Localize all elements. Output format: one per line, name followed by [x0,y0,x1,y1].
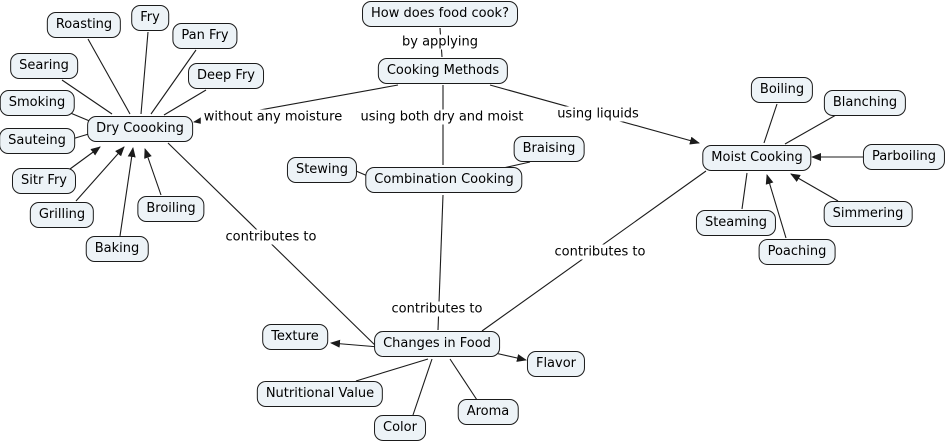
edge-grilling-dry [75,146,125,202]
node-dry-cooking[interactable]: Dry Coooking [87,116,193,142]
edge-steaming-moist [741,172,748,210]
edge-blanching-moist [784,114,837,145]
node-simmering[interactable]: Simmering [823,201,913,227]
node-parboiling[interactable]: Parboiling [862,144,946,170]
node-color[interactable]: Color [374,415,426,441]
edge-label-by-applying[interactable]: by applying [399,34,481,50]
node-combination-cooking[interactable]: Combination Cooking [365,167,523,193]
edge-poaching-moist [765,174,787,239]
edge-label-contributes-dry[interactable]: contributes to [222,229,320,245]
node-stewing[interactable]: Stewing [286,157,358,183]
edge-label-using-both[interactable]: using both dry and moist [357,109,527,125]
edge-changes-texture [330,339,380,348]
node-smoking[interactable]: Smoking [0,90,75,116]
edge-broiling-dry [144,148,162,196]
node-poaching[interactable]: Poaching [758,239,836,265]
node-boiling[interactable]: Boiling [750,77,814,103]
node-steaming[interactable]: Steaming [695,210,777,236]
edge-label-using-liquids[interactable]: using liquids [554,106,642,122]
edge-changes-color [412,358,433,416]
node-changes-in-food[interactable]: Changes in Food [374,331,500,357]
node-how-does-food-cook[interactable]: How does food cook? [362,1,518,27]
node-roasting[interactable]: Roasting [46,12,122,38]
node-flavor[interactable]: Flavor [526,351,586,377]
edge-changes-flavor [494,352,527,362]
edge-baking-dry [119,147,136,237]
edge-roasting-dry [87,38,131,115]
node-deep-fry[interactable]: Deep Fry [188,63,264,89]
edge-changes-nutritional [355,358,429,382]
node-sauteing[interactable]: Sauteing [0,128,75,154]
node-grilling[interactable]: Grilling [29,202,95,228]
node-nutritional-value[interactable]: Nutritional Value [256,381,384,407]
node-moist-cooking[interactable]: Moist Cooking [702,145,812,171]
node-pan-fry[interactable]: Pan Fry [172,23,238,49]
edge-deepfry-dry [163,89,207,116]
edge-searing-dry [61,79,113,115]
node-aroma[interactable]: Aroma [457,399,519,425]
edge-changes-aroma [449,358,478,401]
node-broiling[interactable]: Broiling [137,196,205,222]
node-braising[interactable]: Braising [513,136,585,162]
edge-fry-dry [140,31,149,115]
node-searing[interactable]: Searing [10,53,78,79]
node-cooking-methods[interactable]: Cooking Methods [377,58,509,84]
node-blanching[interactable]: Blanching [823,90,907,116]
node-sitr-fry[interactable]: Sitr Fry [11,168,77,194]
edge-panfry-dry [150,49,197,115]
node-texture[interactable]: Texture [262,324,328,350]
edge-boiling-moist [763,103,778,144]
node-fry[interactable]: Fry [131,5,169,31]
node-baking[interactable]: Baking [85,236,149,262]
edge-dry-changes [167,142,381,351]
edge-simmering-moist [790,173,839,202]
edge-label-without-moisture[interactable]: without any moisture [200,109,346,125]
edge-label-contributes-moist[interactable]: contributes to [551,244,649,260]
edge-sitrfry-dry [69,146,101,170]
edge-label-contributes-combination[interactable]: contributes to [388,301,486,317]
